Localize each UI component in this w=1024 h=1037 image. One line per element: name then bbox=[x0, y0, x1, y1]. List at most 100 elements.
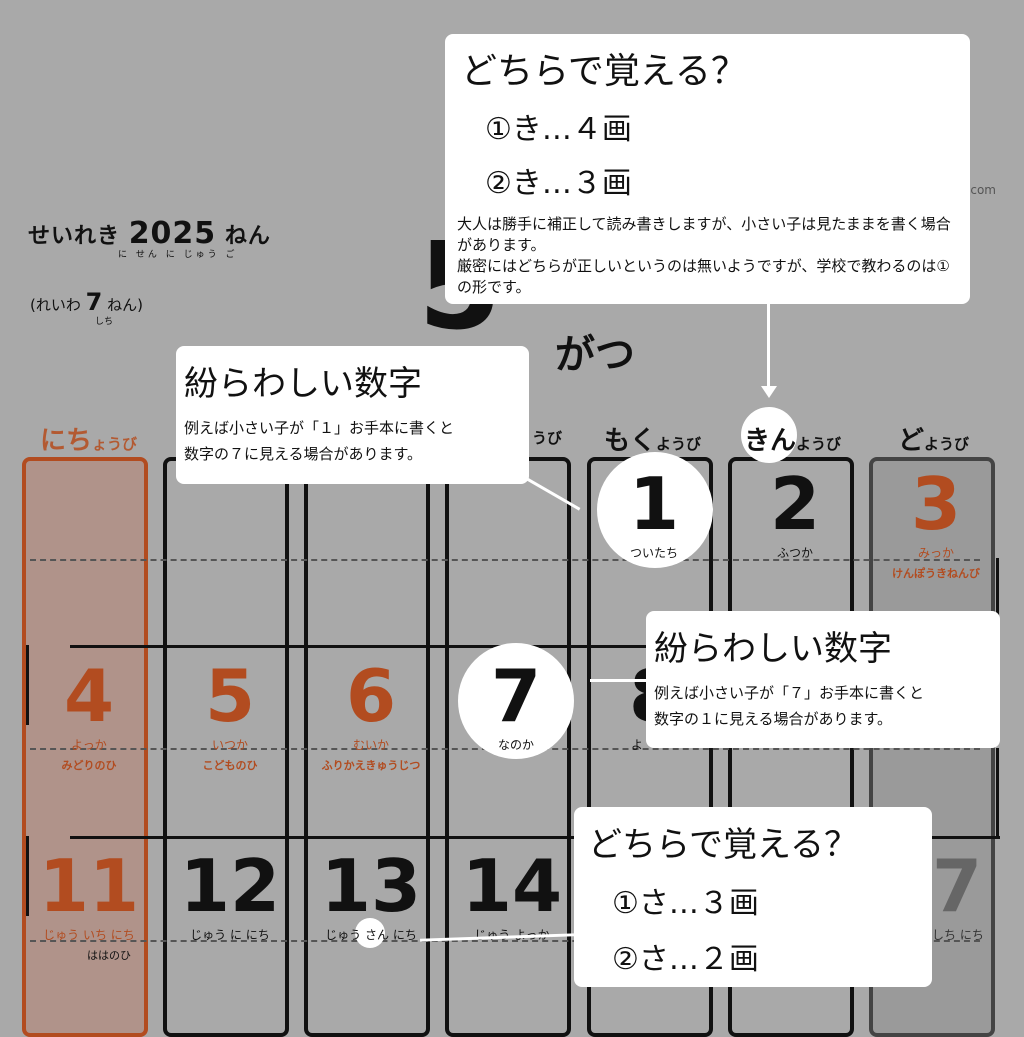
day-7[interactable]: 7 なのか bbox=[453, 660, 579, 753]
day-1-number: 1 bbox=[628, 462, 680, 546]
weekday-sunday-small: ょうび bbox=[92, 435, 138, 453]
day-4-number: 4 bbox=[63, 654, 115, 738]
era-label: せいれき bbox=[28, 224, 121, 249]
callout-1-title: 紛らわしい数字 bbox=[184, 364, 422, 404]
weekday-wednesday: うび bbox=[532, 420, 562, 450]
weekday-thursday-big: もく bbox=[604, 426, 657, 456]
reiwa-ruby: しち bbox=[95, 317, 114, 327]
day-5-reading: いつか bbox=[211, 738, 248, 752]
day-2-number: 2 bbox=[769, 462, 821, 546]
callout-confusing-7: 紛らわしい数字 例えば小さい子が「７」お手本に書くと 数字の１に見える場合があり… bbox=[646, 611, 1000, 748]
weekday-saturday-big: ど bbox=[898, 426, 925, 456]
week-return-line-2 bbox=[70, 836, 1000, 839]
day-6[interactable]: 6 むいか ふりかえきゅうじつ bbox=[308, 660, 434, 773]
day-13-reading-c: にち bbox=[392, 928, 417, 942]
day-13-number: 13 bbox=[320, 844, 422, 928]
day-14-number: 14 bbox=[461, 844, 563, 928]
reiwa-suffix: ねん) bbox=[107, 296, 143, 314]
highlight-circle-7 bbox=[458, 643, 574, 759]
day-11-number: 11 bbox=[38, 844, 140, 928]
week-end-line-1 bbox=[996, 558, 999, 648]
pointer-line-7 bbox=[590, 679, 646, 682]
day-12[interactable]: 12 じゅう に にち bbox=[167, 850, 293, 943]
weekday-sunday: にちょうび bbox=[40, 420, 137, 457]
callout-sa-title: どちらで覚える？ bbox=[588, 825, 858, 865]
weekday-friday-small: ようび bbox=[796, 435, 842, 453]
day-5-number: 5 bbox=[204, 654, 256, 738]
day-8-reading: よ bbox=[631, 738, 644, 752]
callout-sa-stroke: どちらで覚える？ ①さ…３画 ②さ…２画 bbox=[574, 807, 932, 987]
callout-ki-title: どちらで覚える？ bbox=[461, 51, 747, 92]
weekday-friday: きんようび bbox=[744, 420, 841, 457]
day-8-number: 8 bbox=[629, 660, 647, 732]
callout-7-title: 紛らわしい数字 bbox=[654, 629, 892, 669]
reiwa-line: (れいわ 7 ねん) bbox=[30, 288, 143, 316]
day-8-partial[interactable]: 8 よ bbox=[591, 660, 647, 753]
week-end-line-2 bbox=[996, 748, 999, 838]
day-4[interactable]: 4 よっか みどりのひ bbox=[26, 660, 152, 773]
callout-7-body-2: 数字の１に見える場合があります。 bbox=[654, 710, 893, 728]
highlight-circle-kin bbox=[741, 407, 797, 463]
week-return-down-2 bbox=[26, 836, 29, 916]
year-ruby: に せん に じゅう ご bbox=[118, 250, 238, 260]
weekday-saturday: どようび bbox=[898, 420, 969, 457]
weekday-sunday-big: に bbox=[40, 426, 67, 456]
day-4-reading: よっか bbox=[71, 738, 107, 752]
day-2-reading: ふつか bbox=[776, 546, 813, 560]
day-3-number: 3 bbox=[910, 462, 962, 546]
day-3-holiday: けんぽうきねんび bbox=[892, 567, 980, 580]
weekday-thursday: もくようび bbox=[604, 420, 701, 457]
weekday-sunday-big2: ち bbox=[66, 426, 93, 456]
day-6-number: 6 bbox=[345, 654, 397, 738]
site-url-fragment: com bbox=[970, 183, 996, 197]
day-7-reading: なのか bbox=[497, 738, 534, 752]
day-5[interactable]: 5 いつか こどものひ bbox=[167, 660, 293, 773]
callout-ki-body-2: 厳密にはどちらが正しいというのは無いようですが、学校で教わるのは①の形です。 bbox=[457, 257, 950, 296]
day-12-number: 12 bbox=[179, 844, 281, 928]
reiwa-label: (れいわ bbox=[30, 296, 81, 314]
day-1-reading: ついたち bbox=[629, 546, 678, 560]
day-17-partial[interactable]: 7 しち にち bbox=[932, 850, 998, 943]
callout-ki-stroke: どちらで覚える？ ①き…４画 ②き…３画 大人は勝手に補正して読み書きしますが、… bbox=[445, 34, 970, 304]
callout-ki-option-2: ②き…３画 bbox=[485, 166, 632, 201]
week1-flow-line bbox=[30, 559, 980, 561]
day-1[interactable]: 1 ついたち bbox=[591, 468, 717, 561]
day-12-reading: じゅう に にち bbox=[190, 928, 270, 942]
highlight-circle-1 bbox=[597, 452, 713, 568]
day-11-reading: じゅう いち にち bbox=[43, 928, 135, 942]
day-2[interactable]: 2 ふつか bbox=[732, 468, 858, 561]
day-11[interactable]: 11 じゅう いち にち ははのひ bbox=[26, 850, 152, 963]
callout-sa-option-2: ②さ…２画 bbox=[612, 942, 759, 977]
day-3-reading: みっか bbox=[917, 546, 954, 560]
day-6-reading: むいか bbox=[352, 738, 389, 752]
day-14[interactable]: 14 じゅう よっか bbox=[449, 850, 575, 943]
day-5-holiday: こどものひ bbox=[202, 759, 258, 772]
day-13-reading-a: じゅう bbox=[325, 928, 362, 942]
day-6-holiday: ふりかえきゅうじつ bbox=[321, 759, 421, 772]
callout-ki-option-1: ①き…４画 bbox=[485, 112, 632, 147]
callout-sa-option-1: ①さ…３画 bbox=[612, 886, 759, 921]
reiwa-number: 7 bbox=[85, 288, 103, 316]
day-11-holiday: ははのひ bbox=[87, 949, 131, 962]
day-13-reading: じゅう さん にち bbox=[308, 926, 434, 943]
year-suffix: ねん bbox=[224, 224, 271, 249]
month-label: がつ bbox=[555, 332, 635, 378]
callout-confusing-1: 紛らわしい数字 例えば小さい子が「１」お手本に書くと 数字の７に見える場合があり… bbox=[176, 346, 529, 484]
day-7-number: 7 bbox=[490, 654, 542, 738]
week-return-down-1 bbox=[26, 645, 29, 725]
weekday-friday-big: きん bbox=[744, 426, 797, 456]
day-17-number: 7 bbox=[932, 850, 983, 928]
day-3[interactable]: 3 みっか けんぽうきねんび bbox=[873, 468, 999, 581]
callout-1-body-1: 例えば小さい子が「１」お手本に書くと bbox=[184, 419, 455, 437]
day-13[interactable]: 13 じゅう さん にち bbox=[308, 850, 434, 943]
callout-7-body-1: 例えば小さい子が「７」お手本に書くと bbox=[654, 684, 925, 702]
day-13-reading-b: さん bbox=[364, 928, 389, 942]
week3-flow-line bbox=[30, 940, 980, 942]
pointer-line-kin bbox=[767, 304, 770, 388]
weekday-saturday-small: ようび bbox=[924, 435, 970, 453]
callout-ki-body-1: 大人は勝手に補正して読み書きしますが、小さい子は見たままを書く場合があります。 bbox=[457, 215, 951, 254]
era-title: せいれき 2025 ねん bbox=[28, 216, 271, 251]
weekday-wednesday-small: うび bbox=[532, 429, 563, 447]
day-4-holiday: みどりのひ bbox=[61, 759, 117, 772]
day-17-reading: しち にち bbox=[932, 928, 984, 942]
